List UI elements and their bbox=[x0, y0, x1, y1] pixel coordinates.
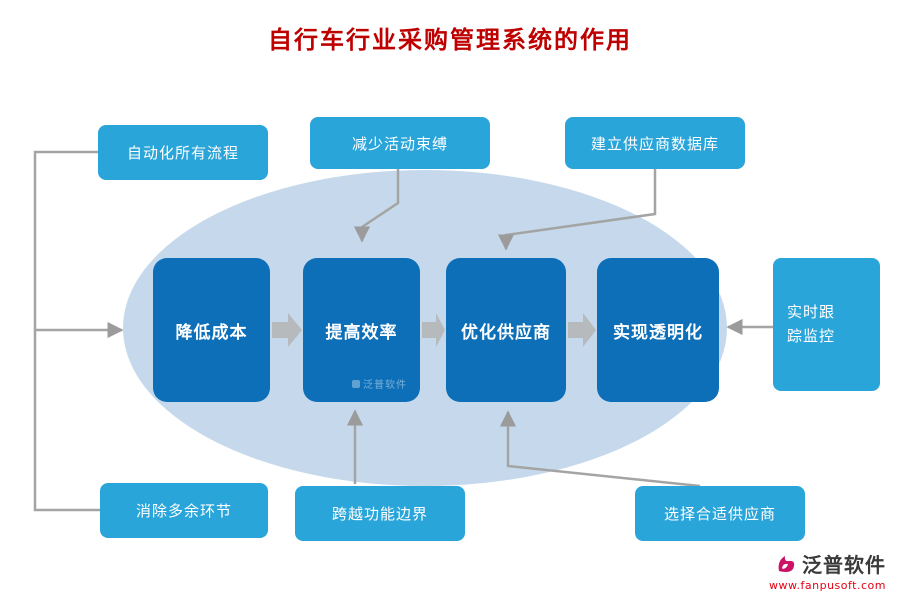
brand-url: www.fanpusoft.com bbox=[769, 579, 886, 592]
page-title: 自行车行业采购管理系统的作用 bbox=[268, 26, 632, 54]
satellite-choose-suppliers: 选择合适供应商 bbox=[635, 486, 805, 541]
brand-logo: 泛普软件 www.fanpusoft.com bbox=[769, 549, 886, 592]
core-node-optimize-suppliers: 优化供应商 bbox=[446, 258, 566, 402]
core-node-reduce-cost: 降低成本 bbox=[153, 258, 270, 402]
block-arrow-2 bbox=[422, 313, 445, 347]
watermark-logo-icon bbox=[352, 379, 360, 388]
block-arrow-3 bbox=[568, 313, 596, 347]
brand-name: 泛普软件 bbox=[802, 553, 886, 577]
satellite-eliminate-redundancy: 消除多余环节 bbox=[100, 483, 268, 538]
satellite-reduce-constraints: 减少活动束缚 bbox=[310, 117, 490, 169]
watermark-text: 泛普软件 bbox=[363, 380, 407, 391]
satellite-supplier-database: 建立供应商数据库 bbox=[565, 117, 745, 169]
connector-top-middle bbox=[353, 169, 400, 243]
satellite-automate-processes: 自动化所有流程 bbox=[98, 125, 268, 180]
core-node-transparency: 实现透明化 bbox=[597, 258, 719, 402]
core-node-improve-efficiency: 提高效率 bbox=[303, 258, 420, 402]
watermark: 泛普软件 bbox=[352, 376, 407, 391]
brand-mark-icon bbox=[778, 555, 795, 572]
satellite-realtime-monitoring: 实时跟踪监控 bbox=[773, 258, 880, 391]
satellite-cross-boundaries: 跨越功能边界 bbox=[295, 486, 465, 541]
block-arrow-1 bbox=[272, 313, 302, 347]
connector-top-right bbox=[497, 169, 657, 251]
connector-bottom-right bbox=[499, 410, 701, 488]
